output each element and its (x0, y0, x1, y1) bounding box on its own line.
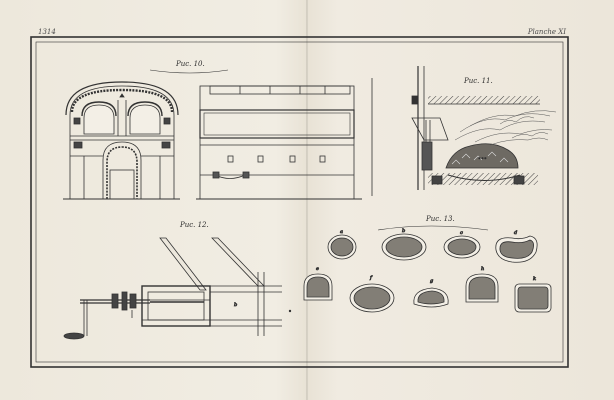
fig13-section-d: d (495, 230, 538, 263)
fig10-label: Рис. 10. (175, 60, 205, 68)
svg-text:f: f (369, 275, 373, 281)
svg-text:e: e (316, 266, 319, 272)
fig13-section-a: a (327, 229, 357, 260)
figure-11: Рис. 11. (411, 66, 557, 190)
fig13-section-g: g (413, 278, 449, 308)
outer-frame (30, 36, 569, 368)
figure-12: Рис. 12. (63, 221, 292, 340)
fig13-section-f: f (349, 275, 395, 313)
svg-text:k: k (533, 276, 536, 282)
svg-text:h: h (481, 266, 484, 272)
center-fold (306, 0, 308, 400)
page-number: 1314 (38, 28, 56, 36)
fig13-section-e: e (303, 266, 333, 301)
fig12-part-label: b (234, 302, 237, 308)
fig10-front-elevation (63, 81, 180, 200)
figure-13: Рис. 13. a b c (303, 215, 552, 313)
svg-text:g: g (430, 278, 433, 284)
fig12-label: Рис. 12. (179, 221, 209, 229)
fig10-section (196, 78, 373, 200)
fig13-label: Рис. 13. (425, 215, 455, 223)
svg-text:a: a (340, 229, 343, 235)
fig13-section-c: c (443, 230, 481, 259)
figure-10: Рис. 10. (63, 60, 373, 200)
fig13-section-h: h (465, 266, 499, 303)
plate-label: Planche XI (527, 28, 566, 36)
svg-text:c: c (460, 230, 463, 236)
svg-text:d: d (514, 230, 517, 236)
inner-frame (35, 41, 564, 363)
fig11-fuel-label: ••• (478, 156, 487, 162)
fig13-section-b: b (381, 228, 427, 261)
fig13-section-k: k (514, 276, 552, 313)
fig11-label: Рис. 11. (463, 77, 493, 85)
svg-text:b: b (402, 228, 405, 234)
